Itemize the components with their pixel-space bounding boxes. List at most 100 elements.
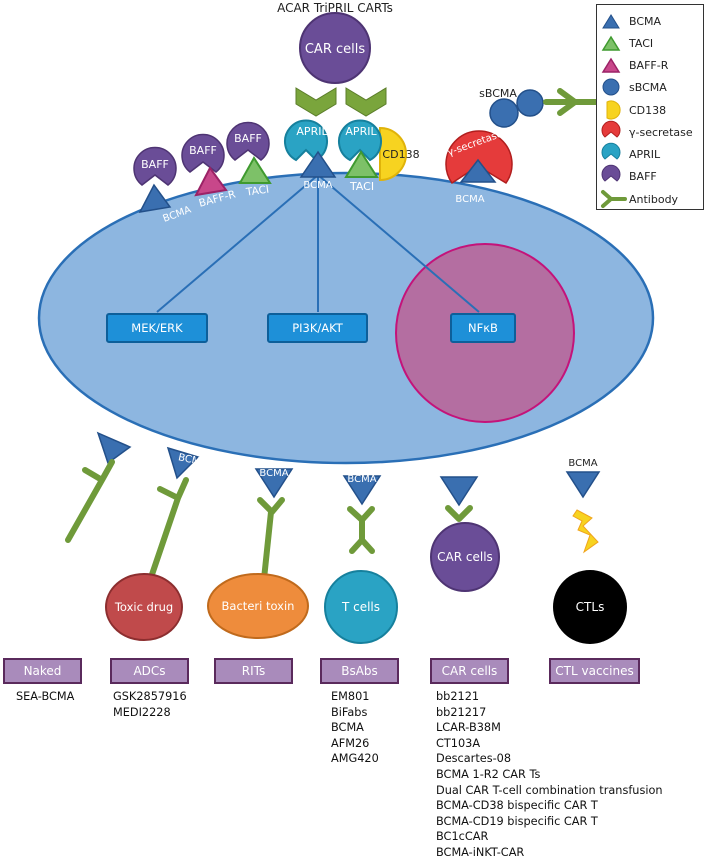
category-car-cells: CAR cells: [430, 658, 509, 684]
cd138-legend-icon: [606, 100, 621, 120]
car-cells-label: CAR cells: [437, 550, 493, 564]
lightning-icon: [572, 509, 599, 554]
title: ACAR TriPRIL CARTs: [277, 1, 393, 15]
baff-2: [181, 133, 225, 173]
baffr-legend-icon: [601, 57, 621, 73]
ctls-cell: [553, 570, 627, 644]
drug-list-bsabs: EM801 BiFabs BCMA AFM26 AMG420: [331, 689, 379, 767]
drug-item: BCMA: [331, 721, 364, 735]
drug-item: Descartes-08: [436, 752, 512, 766]
legend-label-april: APRIL: [629, 148, 661, 161]
legend-label-cd138: CD138: [629, 104, 666, 117]
gamma-secretase-shape: [445, 130, 513, 185]
bcma-left-triangle: [138, 183, 172, 213]
toxic-drug-cell: [105, 573, 183, 641]
signal-lines: [156, 174, 480, 313]
category-rits: RITs: [214, 658, 293, 684]
bottom-antibodies: [65, 459, 473, 601]
sbcma-label: sBCMA: [479, 87, 517, 100]
pathway-pi3k-akt: PI3K/AKT: [267, 313, 368, 343]
baff-1-label: BAFF: [141, 158, 169, 171]
drug-item: AMG420: [331, 752, 379, 766]
legend-label-gamma-secretase: γ-secretase: [629, 126, 693, 139]
category-naked-mabs: Naked mAbs: [3, 658, 82, 700]
legend-label-antibody: Antibody: [629, 193, 679, 206]
baffr-triangle: [194, 166, 228, 197]
drug-list-naked-mabs: SEA-BCMA: [16, 689, 74, 705]
legend-label-sbcma: sBCMA: [629, 81, 667, 94]
legend-label-bcma: BCMA: [629, 15, 662, 28]
baff-3: [226, 121, 270, 161]
bottom-bcma-triangles: [96, 431, 479, 507]
pathway-nfkb: NFκB: [450, 313, 516, 343]
drug-item: GSK2857916: [113, 690, 187, 703]
bcma-right-triangle: [459, 158, 497, 183]
drug-item: EM801: [331, 690, 370, 703]
toxic-drug-label: Toxic drug: [114, 600, 173, 614]
taci-left-triangle: [238, 156, 272, 184]
legend-label-taci: TACI: [628, 37, 653, 50]
t-cells-cell: [324, 570, 398, 644]
sbcma-circle-1: [489, 98, 519, 128]
category-bsabs: BsAbs: [320, 658, 399, 684]
drug-item: BC1cCAR: [436, 830, 489, 844]
bcma-center-triangle: [299, 150, 337, 178]
bcma-center-label: BCMA: [303, 180, 332, 191]
baff-legend-icon: [601, 164, 621, 182]
april-legend-icon: [601, 142, 621, 160]
drug-item: bb2121: [436, 690, 480, 703]
drug-list-adcs: GSK2857916 MEDI2228: [113, 689, 187, 720]
drug-item: CT103A: [436, 736, 481, 750]
bacteri-toxin-label: Bacteri toxin: [222, 599, 295, 613]
taci-center-triangle: [344, 150, 379, 178]
legend-label-baffr: BAFF-R: [629, 59, 669, 72]
taci-center-label: TACI: [349, 180, 374, 193]
antibody-legend-icon: [601, 190, 627, 208]
april-2: [338, 119, 382, 162]
drug-item: Dual CAR T-cell combination transfusion: [436, 783, 663, 797]
antibody-chevrons-top: [295, 87, 387, 117]
drug-item: BCMA-CD19 bispecific CAR T: [436, 814, 598, 828]
drug-item: BCMA-iNKT-CAR: [436, 845, 525, 859]
drug-item: MEDI2228: [113, 705, 171, 719]
drug-item: AFM26: [331, 736, 370, 750]
april-2-label: APRIL: [345, 125, 377, 138]
drug-item: SEA-BCMA: [16, 690, 75, 703]
category-adcs: ADCs: [110, 658, 189, 684]
taci-legend-icon: [601, 35, 621, 51]
sbcma-circle-2: [516, 89, 544, 117]
category-ctl-vaccines: CTL vaccines: [549, 658, 640, 684]
taci-left-label: TACI: [244, 183, 269, 198]
drug-list-car-cells: bb2121 bb21217 LCAR-B38M CT103A Descarte…: [436, 689, 663, 861]
legend-icons: BCMA TACI BAFF-R sBCMA CD138 γ-secretase…: [601, 14, 693, 208]
drug-item: bb21217: [436, 705, 487, 719]
legend-label-baff: BAFF: [629, 170, 657, 183]
bottom-bcma-label-3: BCMA: [259, 468, 288, 479]
ctl-bcma-label: BCMA: [568, 458, 597, 469]
car-cells-cell: [430, 522, 500, 592]
drug-item: BCMA-CD38 bispecific CAR T: [436, 799, 598, 813]
drug-item: BCMA 1-R2 CAR Ts: [436, 767, 541, 781]
baff-1: [133, 146, 177, 186]
bcma-right-label: BCMA: [455, 194, 484, 205]
cd138-label: CD138: [382, 148, 419, 161]
cd138-shape: [379, 126, 407, 182]
drug-item: BiFabs: [331, 705, 368, 719]
bottom-bcma-label-4: BCMA: [347, 474, 376, 485]
pathway-mek-erk: MEK/ERK: [106, 313, 208, 343]
baff-2-label: BAFF: [189, 144, 217, 157]
bacteri-toxin-cell: [207, 573, 309, 639]
sbcma-antibody: [543, 88, 599, 116]
top-car-cell: [299, 12, 371, 84]
baff-3-label: BAFF: [234, 132, 262, 145]
april-1: [284, 119, 328, 162]
ctl-bcma-triangle: [565, 471, 601, 499]
legend-box: BCMA TACI BAFF-R sBCMA CD138 γ-secretase…: [596, 4, 704, 210]
gamma-secretase-legend-icon: [601, 120, 621, 138]
april-1-label: APRIL: [296, 125, 328, 138]
bcma-legend-icon: [602, 14, 620, 29]
sbcma-legend-icon: [602, 78, 620, 96]
ctls-label: CTLs: [576, 600, 605, 614]
drug-item: LCAR-B38M: [436, 721, 501, 735]
top-car-cell-label: CAR cells: [305, 42, 366, 57]
